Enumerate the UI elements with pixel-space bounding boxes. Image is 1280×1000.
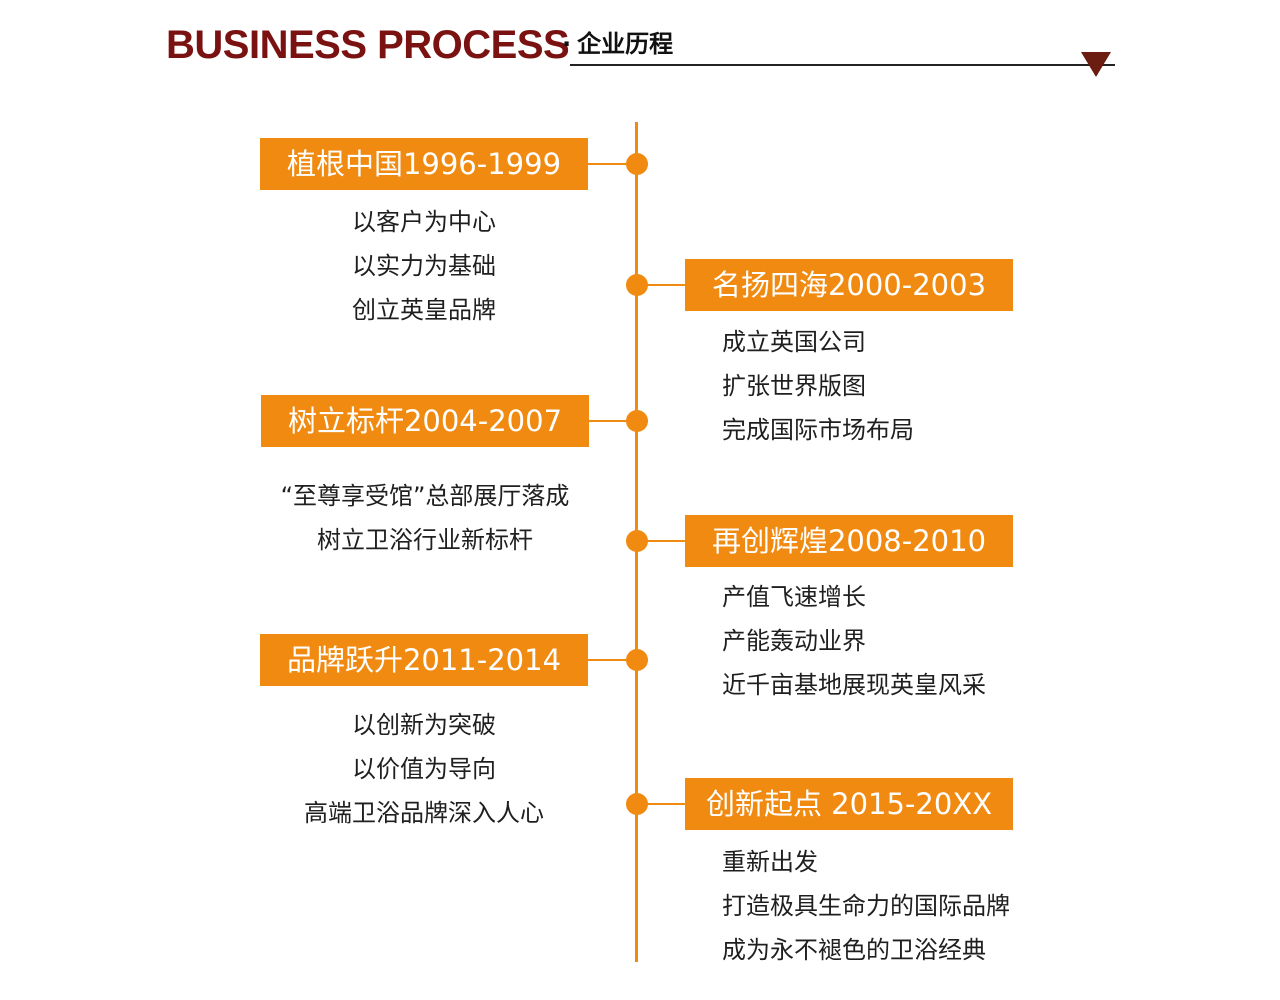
milestone-title: 树立标杆2004-2007 [261, 395, 589, 447]
description-line: 树立卫浴行业新标杆 [317, 526, 533, 554]
timeline-connector [636, 803, 686, 805]
description-line: 产能轰动业界 [722, 627, 866, 655]
description-line: 成为永不褪色的卫浴经典 [722, 936, 986, 964]
timeline-node [626, 530, 648, 552]
description-line: “至尊享受馆”总部展厅落成 [280, 482, 570, 510]
milestone-description: 重新出发 打造极具生命力的国际品牌 成为永不褪色的卫浴经典 [722, 840, 1122, 972]
timeline-node [626, 153, 648, 175]
milestone-title: 植根中国1996-1999 [260, 138, 588, 190]
milestone-description: 以客户为中心 以实力为基础 创立英皇品牌 [260, 200, 588, 332]
timeline-connector [588, 659, 638, 661]
description-line: 以客户为中心 [352, 208, 496, 236]
milestone-title: 品牌跃升2011-2014 [260, 634, 588, 686]
description-line: 以实力为基础 [352, 252, 496, 280]
description-line: 扩张世界版图 [722, 372, 866, 400]
milestone-title: 创新起点 2015-20XX [685, 778, 1013, 830]
subtitle-text: 企业历程 [577, 30, 674, 58]
timeline-connector [636, 284, 686, 286]
description-line: 产值飞速增长 [722, 583, 866, 611]
timeline-node [626, 793, 648, 815]
page-title: BUSINESS PROCESS [166, 23, 570, 67]
description-line: 重新出发 [722, 848, 818, 876]
description-line: 近千亩基地展现英皇风采 [722, 671, 986, 699]
timeline-node [626, 649, 648, 671]
timeline-node [626, 410, 648, 432]
header-divider [570, 64, 1115, 66]
description-line: 创立英皇品牌 [352, 296, 496, 324]
milestone-description: 以创新为突破 以价值为导向 高端卫浴品牌深入人心 [244, 703, 604, 835]
timeline-connector [636, 540, 686, 542]
timeline-connector [589, 420, 639, 422]
timeline-connector [588, 163, 638, 165]
milestone-description: 产值飞速增长 产能轰动业界 近千亩基地展现英皇风采 [722, 575, 1082, 707]
milestone-description: “至尊享受馆”总部展厅落成 树立卫浴行业新标杆 [230, 474, 620, 562]
subtitle-dot: · [562, 30, 572, 58]
milestone-title: 名扬四海2000-2003 [685, 259, 1013, 311]
description-line: 打造极具生命力的国际品牌 [722, 892, 1010, 920]
milestone-title: 再创辉煌2008-2010 [685, 515, 1013, 567]
description-line: 完成国际市场布局 [722, 416, 914, 444]
milestone-description: 成立英国公司 扩张世界版图 完成国际市场布局 [722, 320, 1062, 452]
description-line: 成立英国公司 [722, 328, 866, 356]
description-line: 以价值为导向 [352, 755, 496, 783]
down-triangle-icon [1081, 52, 1111, 77]
timeline-node [626, 274, 648, 296]
page-subtitle: ·企业历程 [562, 28, 673, 60]
description-line: 高端卫浴品牌深入人心 [304, 799, 544, 827]
description-line: 以创新为突破 [352, 711, 496, 739]
